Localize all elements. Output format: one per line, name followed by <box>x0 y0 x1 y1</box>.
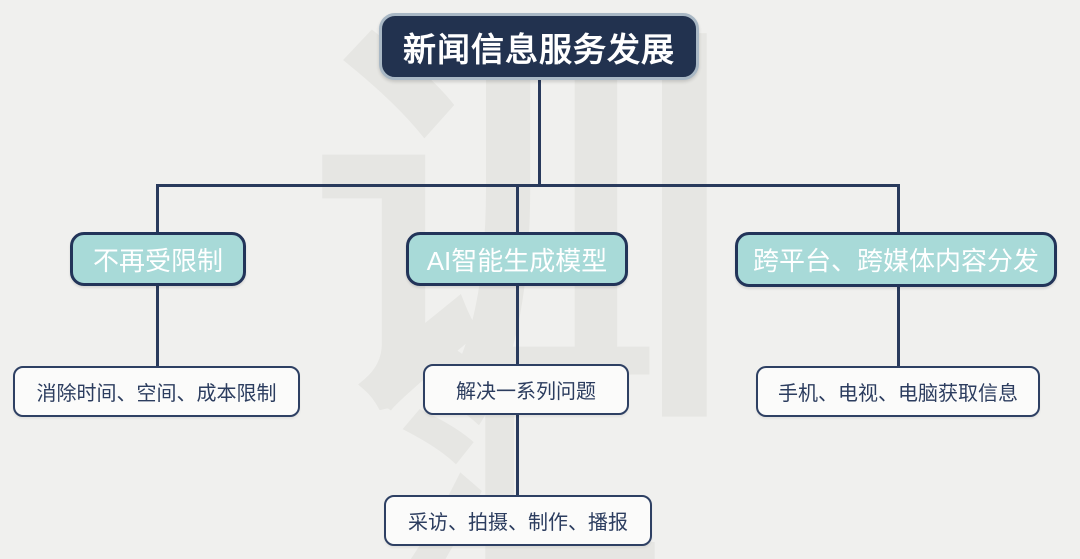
node-leaf-production-steps[interactable]: 采访、拍摄、制作、播报 <box>384 495 652 546</box>
node-leaf-solve-problems[interactable]: 解决一系列问题 <box>423 364 629 415</box>
node-leaf-remove-limits-label: 消除时间、空间、成本限制 <box>36 383 277 405</box>
connector-branch3-top <box>897 186 900 232</box>
node-root[interactable]: 新闻信息服务发展 <box>379 13 699 80</box>
node-leaf-production-steps-label: 采访、拍摄、制作、播报 <box>408 512 628 534</box>
connector-branch2-top <box>516 186 519 232</box>
node-branch-ai-model[interactable]: AI智能生成模型 <box>406 232 628 286</box>
node-leaf-solve-problems-label: 解决一系列问题 <box>456 381 596 403</box>
connector-leaf2-to-leaf4 <box>516 414 519 496</box>
node-leaf-remove-limits[interactable]: 消除时间、空间、成本限制 <box>13 366 300 417</box>
node-leaf-devices-info[interactable]: 手机、电视、电脑获取信息 <box>756 366 1040 417</box>
connector-branch1-top <box>156 186 159 232</box>
node-branch-ai-model-label: AI智能生成模型 <box>426 245 608 276</box>
connector-branch1-to-leaf <box>156 284 159 368</box>
node-leaf-devices-info-label: 手机、电视、电脑获取信息 <box>778 383 1018 405</box>
node-branch-distribution-label: 跨平台、跨媒体内容分发 <box>752 246 1039 276</box>
connector-horizontal-bus <box>156 184 900 187</box>
node-root-label: 新闻信息服务发展 <box>403 30 675 68</box>
connector-branch3-to-leaf <box>897 284 900 368</box>
node-branch-limits[interactable]: 不再受限制 <box>70 232 246 286</box>
connector-root-drop <box>538 80 541 186</box>
node-branch-limits-label: 不再受限制 <box>92 245 223 276</box>
node-branch-distribution[interactable]: 跨平台、跨媒体内容分发 <box>735 232 1057 287</box>
connector-branch2-to-leaf <box>516 284 519 366</box>
